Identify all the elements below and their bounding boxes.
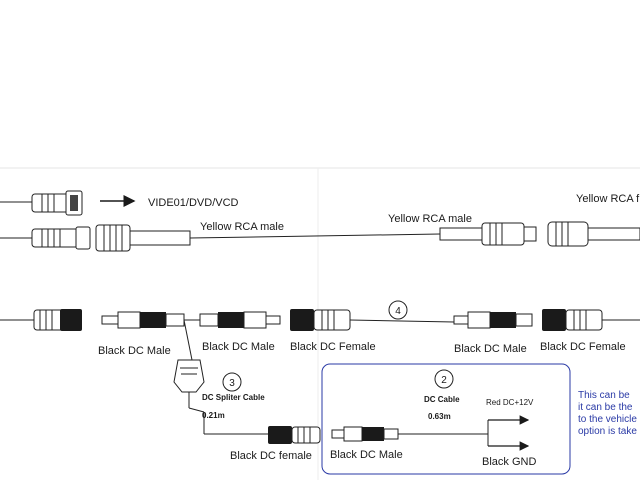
yellow-rca-partial-label: Yellow RCA f (576, 193, 640, 205)
note-line-3: to the vehicle (578, 414, 637, 425)
note-line-2: it can be the (578, 402, 633, 413)
black-dc-female-label-1: Black DC Female (290, 341, 376, 353)
dc-female-connector-small (268, 426, 321, 444)
red-dc-label: Red DC+12V (486, 398, 534, 407)
splitter-callout-number: 3 (229, 378, 235, 389)
dc-female-connector-1 (290, 309, 455, 331)
side-note: This can be it can be the to the vehicle… (578, 390, 637, 437)
note-line-4: option is take (578, 426, 637, 437)
black-dc-female-label-2: Black DC Female (540, 341, 626, 353)
dc-cable-callout: 2 DC Cable 0.63m (424, 369, 460, 421)
yellow-rca-male-label-1: Yellow RCA male (200, 221, 284, 233)
dc-male-connector-2 (199, 311, 281, 329)
black-dc-male-label-2: Black DC Male (202, 341, 275, 353)
black-gnd-label: Black GND (482, 456, 536, 468)
black-dc-male-label-3: Black DC Male (454, 343, 527, 355)
dc-splitter-junction (173, 359, 268, 435)
dc-cable-callout-number: 2 (441, 375, 447, 386)
splitter-title: DC Spliter Cable (202, 393, 265, 402)
black-dc-female-small-label: Black DC female (230, 450, 312, 462)
dc-cable-box (321, 363, 571, 475)
dc-cable-length: 0.63m (428, 412, 451, 421)
extension-callout-number: 4 (395, 306, 401, 317)
dc-male-connector-4 (331, 426, 488, 442)
black-dc-male-label-4: Black DC Male (330, 449, 403, 461)
dc-cable-title: DC Cable (424, 395, 460, 404)
rca-connector-bottom (0, 224, 441, 252)
rca-connector-top (0, 190, 83, 216)
dc-connector-left (0, 309, 82, 331)
dc-cable-split-arrows (487, 415, 530, 451)
note-line-1: This can be (578, 390, 630, 401)
splitter-length: 0.21m (202, 411, 225, 420)
rca-female-connector-mid (439, 221, 640, 247)
extension-callout: 4 (388, 300, 408, 320)
dc-female-connector-2 (542, 309, 640, 331)
black-dc-male-label-1: Black DC Male (98, 345, 171, 357)
splitter-callout: 3 DC Spliter Cable 0.21m (202, 372, 265, 420)
yellow-rca-male-label-2: Yellow RCA male (388, 213, 472, 225)
video-source-label: VIDE01/DVD/VCD (148, 197, 239, 209)
dc-male-connector-1 (101, 311, 185, 329)
dc-male-connector-3 (453, 311, 533, 329)
